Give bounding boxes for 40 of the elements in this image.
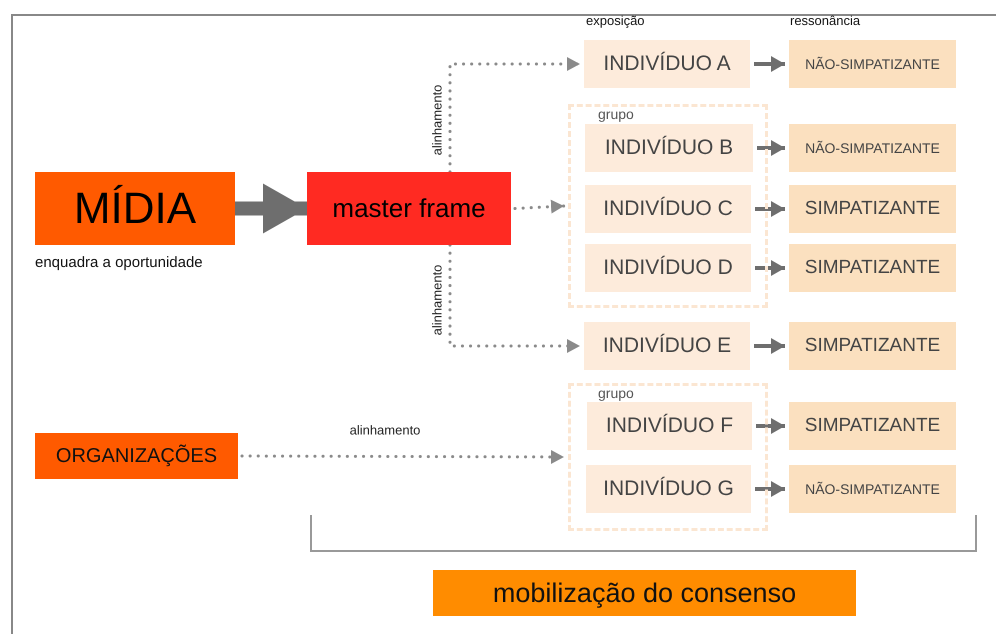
- individual-box: INDIVÍDUO C: [585, 185, 751, 233]
- individual-box: INDIVÍDUO E: [584, 322, 750, 370]
- group-label: grupo: [598, 385, 634, 401]
- individual-box: INDIVÍDUO F: [587, 402, 752, 450]
- arrow: [755, 260, 785, 276]
- result-box: SIMPATIZANTE: [789, 322, 956, 370]
- group-frame: [568, 383, 768, 531]
- result-box: SIMPATIZANTE: [789, 244, 956, 292]
- arrow: [756, 418, 785, 434]
- dotted-arrow: [240, 450, 566, 464]
- block-arrow: [235, 184, 307, 234]
- arrow: [755, 481, 785, 497]
- column-heading: ressonância: [790, 13, 860, 28]
- result-box: SIMPATIZANTE: [789, 402, 956, 450]
- group-frame: [568, 104, 768, 308]
- edge-label: alinhamento: [430, 262, 444, 338]
- individual-box: INDIVÍDUO D: [585, 244, 751, 292]
- edge-label: alinhamento: [348, 422, 422, 438]
- arrow: [754, 338, 785, 354]
- dotted-arrow: [448, 244, 582, 353]
- result-box: SIMPATIZANTE: [789, 185, 956, 233]
- individual-box: INDIVÍDUO A: [584, 40, 750, 88]
- edge-label: alinhamento: [430, 82, 444, 158]
- result-box: NÃO-SIMPATIZANTE: [789, 40, 956, 88]
- result-box: NÃO-SIMPATIZANTE: [789, 124, 956, 172]
- dotted-arrow: [514, 200, 566, 214]
- outcome-box: mobilização do consenso: [433, 570, 856, 616]
- column-heading: exposição: [586, 13, 645, 28]
- arrow: [755, 201, 785, 217]
- arrow: [757, 140, 785, 156]
- media-box: MÍDIA: [35, 172, 235, 245]
- master-frame-box: master frame: [307, 172, 511, 245]
- caption-text: enquadra a oportunidade: [35, 254, 203, 271]
- individual-box: INDIVÍDUO B: [585, 124, 753, 172]
- dotted-arrow: [448, 57, 582, 174]
- individual-box: INDIVÍDUO G: [586, 465, 751, 513]
- organizations-box: ORGANIZAÇÕES: [35, 433, 238, 479]
- result-box: NÃO-SIMPATIZANTE: [789, 465, 956, 513]
- group-label: grupo: [598, 106, 634, 122]
- arrow: [754, 56, 785, 72]
